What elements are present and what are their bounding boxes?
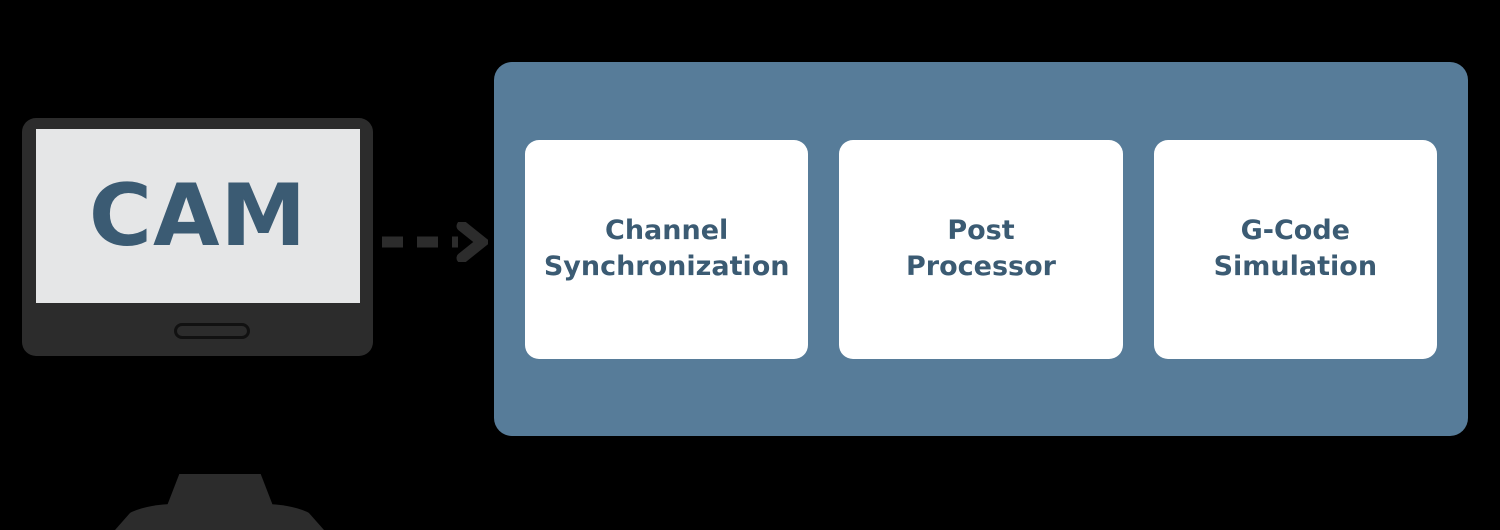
stage-card-channel-synchronization[interactable]: Channel Synchronization [525,139,809,359]
cam-screen-label: CAM [88,166,308,266]
monitor-stand-base [115,504,324,530]
stage-card-label: Post Processor [906,215,1056,282]
stage-card-post-processor[interactable]: Post Processor [839,139,1123,359]
monitor-screen: CAM [36,129,360,303]
stage-card-label: Channel Synchronization [543,215,790,282]
stage-card-gcode-simulation[interactable]: G-Code Simulation [1153,139,1437,359]
desktop-monitor-icon: CAM [22,118,373,530]
diagram-canvas: CAM Channel Synchronization Post Process… [22,62,1468,530]
monitor-power-indicator [174,323,250,339]
pipeline-panel: Channel Synchronization Post Processor G… [494,62,1468,436]
dashed-arrow-right-icon [380,220,491,264]
monitor-frame: CAM [22,118,373,356]
stage-card-label: G-Code Simulation [1213,215,1378,282]
